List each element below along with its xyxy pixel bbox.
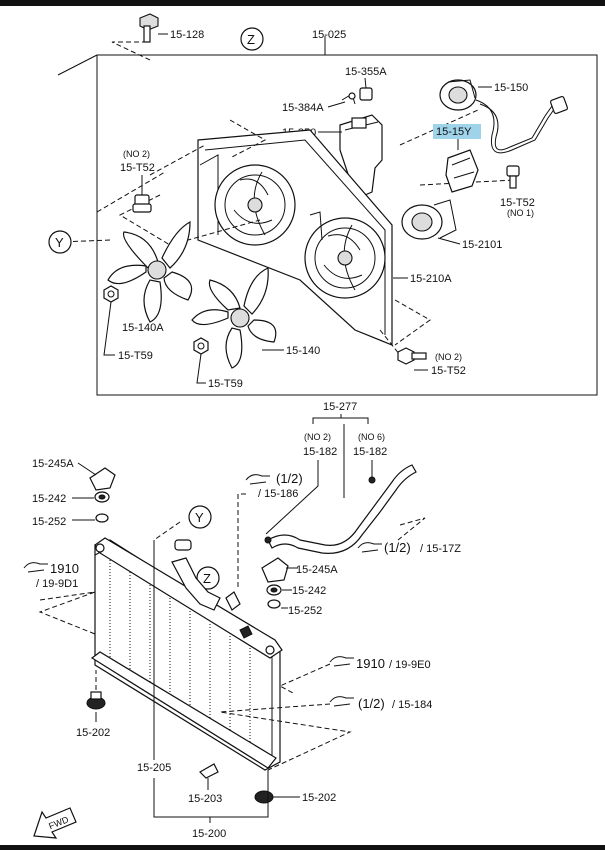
mount-15-245a-right[interactable] — [261, 557, 289, 583]
nut-15-t59-left[interactable] — [103, 285, 119, 303]
label-no6: (NO 6) — [358, 432, 385, 442]
fwd-arrow-icon: FWD — [33, 807, 77, 839]
bolt-15-128[interactable] — [139, 13, 159, 43]
label-15-203: 15-203 — [188, 793, 222, 805]
label-15-150: 15-150 — [494, 82, 528, 94]
cushion-15-252-left[interactable] — [95, 513, 109, 523]
label-15-205: 15-205 — [137, 762, 171, 774]
label-half-c[interactable]: (1/2) — [358, 696, 385, 711]
fan-shroud-15-210a[interactable] — [197, 129, 393, 346]
cushion-15-252-right[interactable] — [267, 599, 281, 609]
label-15-t59-b: 15-T59 — [208, 378, 243, 390]
hose-15-186[interactable] — [264, 464, 417, 554]
svg-text:Z: Z — [203, 571, 211, 586]
radiator-assembly-group: 15-277 (NO 2) 15-182 (NO 6) 15-182 15-24… — [23, 401, 461, 840]
label-15-t52-b: 15-T52 — [500, 197, 535, 209]
bottom-border-bar — [0, 845, 605, 850]
radiator-core-15-200[interactable] — [90, 537, 283, 771]
label-half-b[interactable]: (1/2) — [384, 540, 411, 555]
label-15-t52-a: 15-T52 — [120, 162, 155, 174]
label-15-384a: 15-384A — [282, 102, 324, 114]
label-15-t52-c: 15-T52 — [431, 365, 466, 377]
highlight-15-15y — [433, 124, 481, 139]
bolt-15-t52-right[interactable] — [506, 165, 520, 189]
label-15-355a: 15-355A — [345, 66, 387, 78]
label-15-128: 15-128 — [170, 29, 204, 41]
label-15-140a: 15-140A — [122, 322, 164, 334]
reservoir-cap-15-355a[interactable] — [359, 87, 373, 101]
nut-15-t59-lower[interactable] — [193, 337, 209, 355]
label-15-182-b: 15-182 — [353, 446, 387, 458]
bracket-15-203[interactable] — [199, 763, 219, 779]
label-19-9e0[interactable]: / 19-9E0 — [389, 659, 431, 671]
mount-15-245a-left[interactable] — [89, 467, 116, 491]
label-15-200: 15-200 — [192, 828, 226, 840]
bolt-15-t52-left[interactable] — [132, 194, 152, 213]
label-15-186[interactable]: / 15-186 — [258, 488, 298, 500]
radiator-cap[interactable] — [174, 539, 192, 551]
ref-1910-right-pointer-icon — [329, 656, 354, 667]
label-15-2101: 15-2101 — [462, 239, 502, 251]
label-19-9d1[interactable]: / 19-9D1 — [36, 578, 78, 590]
callout-y-upper[interactable]: Y — [48, 230, 72, 254]
label-15-17z[interactable]: / 15-17Z — [420, 543, 461, 555]
cushion-15-202-left[interactable] — [86, 691, 106, 710]
bolt-15-t52-lower[interactable] — [397, 347, 427, 365]
label-15-277: 15-277 — [323, 401, 357, 413]
label-15-15y[interactable]: 15-15Y — [436, 126, 472, 138]
cushion-15-242-right[interactable] — [266, 584, 282, 596]
resistor-15-15y[interactable] — [445, 149, 479, 193]
label-15-025: 15-025 — [312, 29, 346, 41]
cushion-15-242-left[interactable] — [94, 491, 110, 503]
ref-15-184-pointer-icon — [329, 696, 354, 707]
label-15-202-a: 15-202 — [76, 727, 110, 739]
fan-shroud-assembly-group: 15-128 Z 15-025 15-355A 15-384A 15-350 — [48, 13, 598, 396]
label-1910-a[interactable]: 1910 — [50, 561, 79, 576]
label-no2-a: (NO 2) — [123, 149, 150, 159]
label-no2-c: (NO 2) — [304, 432, 331, 442]
label-half-a[interactable]: (1/2) — [276, 471, 303, 486]
label-15-210a: 15-210A — [410, 273, 452, 285]
fan-blade-15-140[interactable] — [191, 267, 277, 369]
label-no2-b: (NO 2) — [435, 352, 462, 362]
svg-text:Y: Y — [55, 235, 64, 250]
fan-blade-15-140a[interactable] — [107, 220, 193, 323]
svg-text:Z: Z — [247, 32, 255, 47]
svg-text:Y: Y — [195, 510, 204, 525]
label-no1: (NO 1) — [507, 208, 534, 218]
top-border-bar — [0, 0, 605, 6]
label-15-242-a: 15-242 — [32, 493, 66, 505]
label-15-t59-a: 15-T59 — [118, 350, 153, 362]
label-15-202-b: 15-202 — [302, 792, 336, 804]
callout-y-lower[interactable]: Y — [188, 505, 212, 529]
label-15-252-b: 15-252 — [288, 605, 322, 617]
fan-motor-15-150[interactable] — [439, 79, 569, 154]
label-15-242-b: 15-242 — [292, 585, 326, 597]
label-15-140: 15-140 — [286, 345, 320, 357]
fan-motor-15-2101[interactable] — [401, 199, 457, 240]
label-15-252-a: 15-252 — [32, 516, 66, 528]
label-1910-b[interactable]: 1910 — [356, 656, 385, 671]
ref-1910-left-pointer-icon — [23, 562, 48, 573]
ref-15-17z-pointer-icon — [357, 542, 382, 553]
label-15-245a-b: 15-245A — [296, 564, 338, 576]
label-15-184[interactable]: / 15-184 — [392, 699, 432, 711]
hose-15-384a[interactable] — [341, 92, 356, 105]
ref-15-186-pointer-icon — [245, 474, 270, 485]
callout-z-lower[interactable]: Z — [196, 566, 220, 590]
cushion-15-202-right[interactable] — [254, 790, 274, 804]
label-15-182-a: 15-182 — [303, 446, 337, 458]
label-15-245a-a: 15-245A — [32, 458, 74, 470]
callout-z[interactable]: Z — [240, 27, 264, 51]
assembly-frame — [96, 54, 598, 396]
